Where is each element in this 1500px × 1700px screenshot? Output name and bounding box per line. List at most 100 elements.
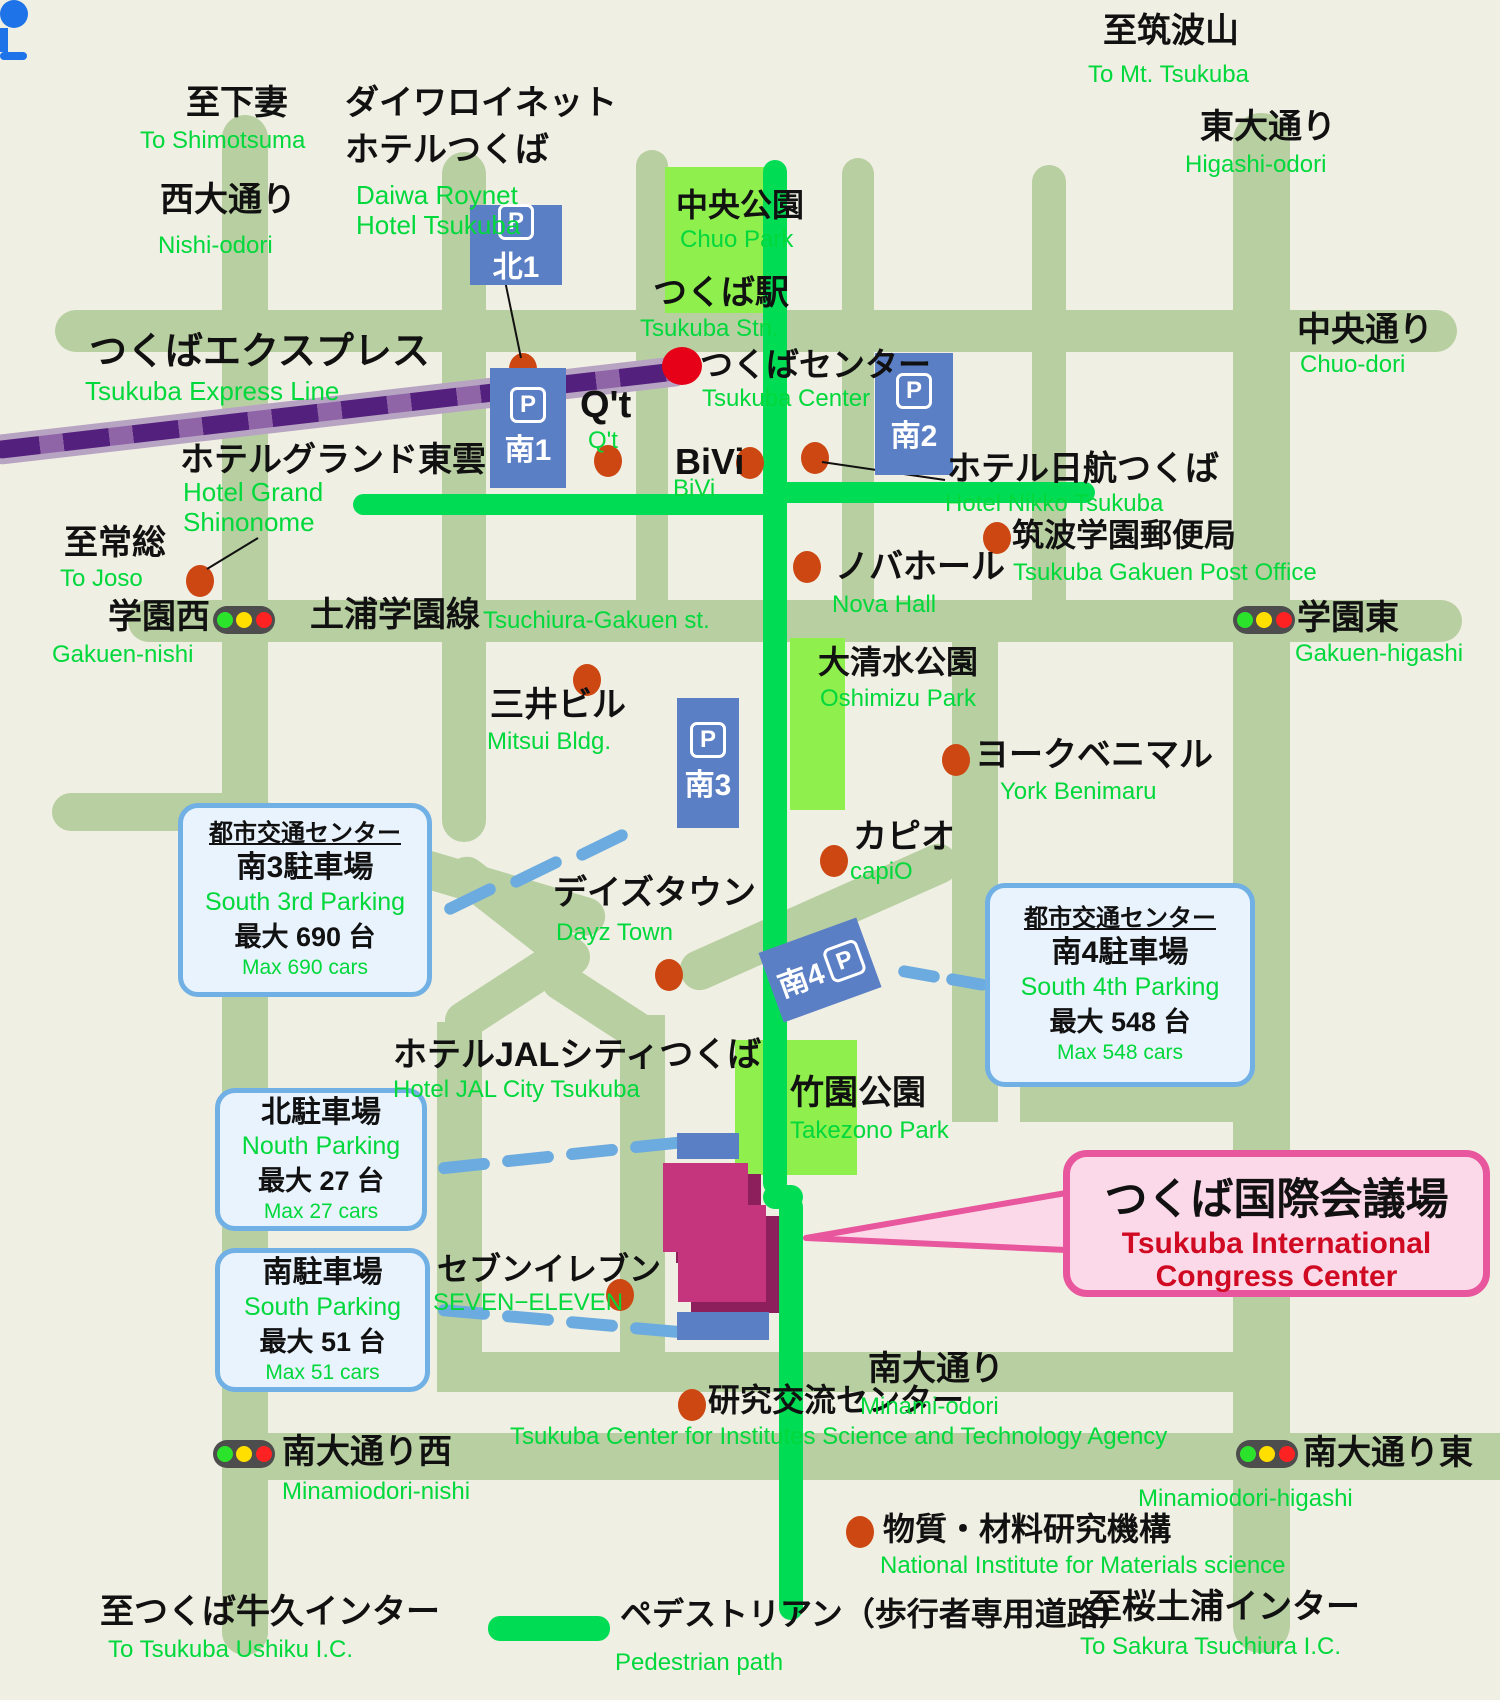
label-oshimizu_jp: 大清水公園 xyxy=(818,644,979,680)
parking-info-north-cap_en: Max 27 cars xyxy=(263,1200,379,1224)
label-tsukubasan_en: To Mt. Tsukuba xyxy=(1088,61,1249,88)
traffic-light-lamp xyxy=(1278,1446,1295,1462)
bus-terminal-pin-stem xyxy=(0,28,8,52)
parking-icon: P xyxy=(689,722,726,758)
traffic-light-lamp xyxy=(236,1446,252,1462)
poi-mitsui-dot xyxy=(573,664,601,696)
parking-info-south3-name_jp: 南3駐車場 xyxy=(236,851,374,885)
congress-annex-north xyxy=(677,1133,739,1159)
label-nishiodori_jp: 西大通り xyxy=(160,181,296,219)
poi-joso-dot xyxy=(186,565,214,597)
label-joso_jp: 至常総 xyxy=(64,524,166,562)
label-sakura_jp: 至桜土浦インター xyxy=(1088,1588,1360,1626)
bus-terminal-pin-base xyxy=(0,52,27,60)
label-nova_jp: ノバホール xyxy=(835,548,1005,586)
parking-info-south3-cap_en: Max 690 cars xyxy=(241,955,369,979)
label-minamiodorihigashi_jp: 南大通り東 xyxy=(1303,1434,1473,1472)
label-jal_en: Hotel JAL City Tsukuba xyxy=(393,1076,640,1103)
label-capio_jp: カピオ xyxy=(853,818,955,856)
parking-info-south4-cap_jp: 最大 548 台 xyxy=(1049,1006,1191,1037)
label-tsuchiura_en: Tsuchiura-Gakuen st. xyxy=(483,607,710,634)
parking-info-south4-name_jp: 南4駐車場 xyxy=(1051,936,1189,970)
parking-info-south-name_en: South Parking xyxy=(243,1292,402,1321)
label-express_jp: つくばエクスプレス xyxy=(89,331,430,373)
traffic-light-lamp xyxy=(1236,612,1253,628)
label-sakura_en: To Sakura Tsuchiura I.C. xyxy=(1080,1633,1342,1660)
label-gakuenhigashi_jp: 学園東 xyxy=(1297,599,1399,637)
road-1045-vertical xyxy=(1032,165,1066,642)
road-south4-link xyxy=(1020,1082,1268,1122)
parking-info-south4-title: 都市交通センター xyxy=(1024,905,1216,933)
label-chuodori_en: Chuo-dori xyxy=(1300,351,1406,378)
traffic-light-minamiodori-nishi xyxy=(213,1440,275,1468)
label-busshitsu_en: National Institute for Materials science xyxy=(880,1552,1286,1579)
label-qt_jp: Q't xyxy=(580,384,632,426)
label-grand_en1: Hotel Grand xyxy=(183,477,324,507)
label-mitsui_en: Mitsui Bldg. xyxy=(487,728,612,755)
road-bivi-east xyxy=(842,158,874,642)
road-pentagon-left xyxy=(437,1022,482,1392)
parking-sign-label: 南4 xyxy=(773,956,830,1004)
parking-sign-label: 南1 xyxy=(504,434,552,467)
label-bivi_jp: BiVi xyxy=(675,441,745,482)
label-station_en: Tsukuba Stn. xyxy=(640,315,779,342)
poi-hotel-nikko-dot xyxy=(801,442,829,474)
traffic-light-lamp xyxy=(1256,612,1272,628)
label-takezono_en: Takezono Park xyxy=(790,1117,949,1144)
label-nishiodori_en: Nishi-odori xyxy=(158,232,273,259)
poi-seven-eleven-dot xyxy=(606,1279,634,1311)
parking-icon: P xyxy=(509,387,546,423)
label-capio_en: capiO xyxy=(850,858,913,885)
label-bivi_en: BiVi xyxy=(673,475,716,502)
parking-link-dash xyxy=(565,1315,619,1333)
label-post_en: Tsukuba Gakuen Post Office xyxy=(1013,559,1317,586)
parking-sign-minami1: P 南1 xyxy=(490,368,566,488)
label-ushiku_en: To Tsukuba Ushiku I.C. xyxy=(108,1636,354,1663)
traffic-light-lamp xyxy=(1259,1446,1275,1462)
poi-post-office-dot xyxy=(983,522,1011,554)
parking-link-dash xyxy=(574,827,630,863)
label-nikko_en: Hotel Nikko Tsukuba xyxy=(945,490,1164,517)
label-daiwa_en1: Daiwa Roynet xyxy=(356,180,518,210)
label-minamiodorihigashi_en: Minamiodori-higashi xyxy=(1138,1485,1353,1512)
label-york_en: York Benimaru xyxy=(1000,778,1157,805)
traffic-light-minamiodori-higashi xyxy=(1236,1440,1298,1468)
label-chuodori_jp: 中央通り xyxy=(1297,311,1433,349)
label-chuopark_en: Chuo Park xyxy=(680,226,794,253)
parking-info-south-name_jp: 南駐車場 xyxy=(262,1256,383,1290)
parking-info-south3-title: 都市交通センター xyxy=(209,820,401,848)
label-minamiodorinishi_en: Minamiodori-nishi xyxy=(282,1478,471,1505)
label-tsuchiura_jp: 土浦学園線 xyxy=(310,596,480,634)
parking-info-north-name_jp: 北駐車場 xyxy=(261,1095,381,1129)
poi-nova-hall-dot xyxy=(793,551,821,583)
parking-icon: P xyxy=(821,937,868,985)
label-minamiodori_en: Minami-odori xyxy=(860,1393,999,1420)
road-below-congress xyxy=(455,1352,1255,1392)
poi-bivi-dot xyxy=(736,447,764,479)
label-gakuennishi_jp: 学園西 xyxy=(108,598,210,636)
parking-link-dash xyxy=(501,1150,555,1168)
label-daiwa_jp2: ホテルつくば xyxy=(345,131,549,169)
traffic-light-lamp xyxy=(255,1446,272,1462)
poi-nims-dot xyxy=(846,1516,874,1548)
poi-hotel-jal-dot xyxy=(655,959,683,991)
parking-info-south3-cap_jp: 最大 690 台 xyxy=(234,921,376,952)
park-chuo xyxy=(665,167,768,313)
parking-info-south3-name_en: South 3rd Parking xyxy=(204,887,406,916)
label-post_jp: 筑波学園郵便局 xyxy=(1012,517,1237,553)
congress-annex-south xyxy=(677,1312,769,1340)
label-jal_jp: ホテルJALシティつくば xyxy=(393,1036,762,1074)
label-seven_en: SEVEN−ELEVEN xyxy=(433,1289,624,1316)
label-qt_en: Q't xyxy=(588,427,618,454)
label-minamiodori_jp: 南大通り xyxy=(868,1350,1004,1388)
label-grand_jp: ホテルグランド東雲 xyxy=(180,441,486,479)
label-station_jp: つくば駅 xyxy=(653,274,789,312)
bus-terminal-pin-icon xyxy=(0,0,28,28)
